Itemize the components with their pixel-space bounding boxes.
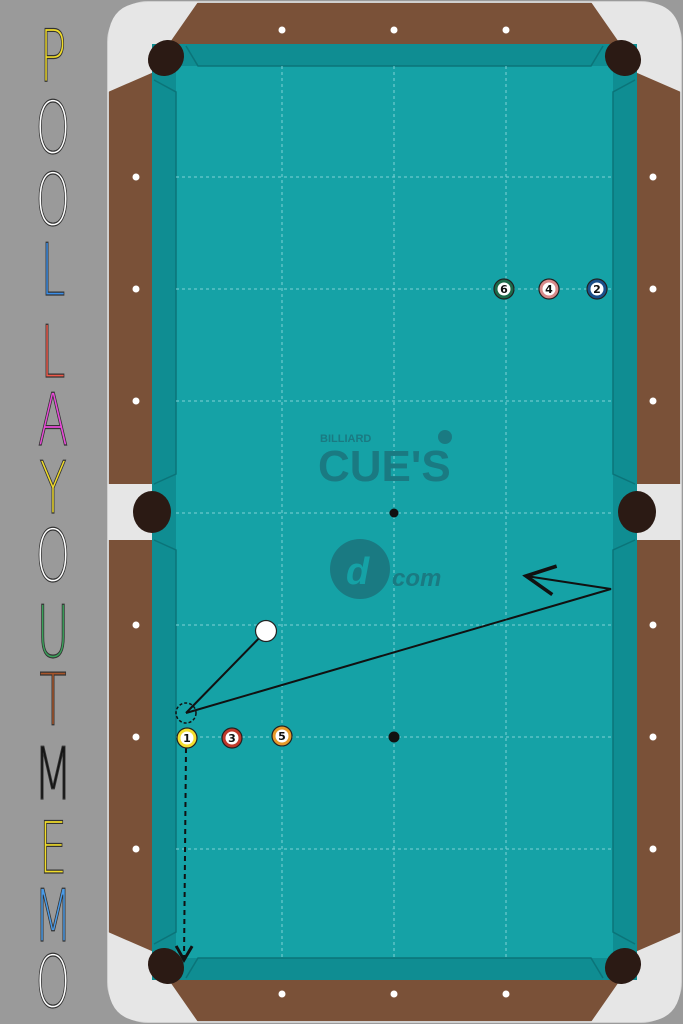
pocket-top-right	[604, 39, 642, 77]
title-letter: L	[40, 228, 66, 312]
title-letter: P	[39, 14, 67, 98]
title-letter: T	[39, 658, 67, 742]
pocket-top-left	[147, 39, 185, 77]
title-letter: U	[36, 590, 70, 674]
title-letter: O	[35, 514, 71, 598]
ball-2[interactable]: 2	[586, 278, 608, 300]
title-letter: L	[40, 310, 66, 394]
ball-number-label: 4	[545, 283, 553, 296]
pool-table[interactable]: BILLIARD CUE'S d com 6 4 2 1 3 5	[106, 0, 683, 1024]
watermark-logo: BILLIARD CUE'S d com	[318, 430, 452, 599]
ball-3[interactable]: 3	[221, 727, 243, 749]
title-letter: O	[35, 940, 71, 1024]
ball-6[interactable]: 6	[493, 278, 515, 300]
watermark-cues-text: CUE'S	[318, 442, 451, 491]
ball-number-label: 5	[278, 730, 286, 743]
watermark-com-text: com	[392, 565, 441, 592]
cue-ball[interactable]	[254, 619, 278, 643]
balls[interactable]: 6 4 2 1 3 5	[176, 278, 608, 749]
cue-path-to-ghost	[185, 630, 267, 714]
watermark-d-letter: d	[346, 551, 370, 593]
ball-5[interactable]: 5	[271, 725, 293, 747]
watermark-cue-ball-icon	[438, 430, 452, 444]
pocket-bottom-right	[604, 947, 642, 985]
ball-number-label: 3	[228, 732, 236, 745]
rail-diamonds	[132, 26, 657, 998]
pocket-side-right	[618, 491, 656, 533]
ball-number-label: 2	[593, 283, 601, 296]
title-letter: M	[33, 874, 73, 958]
ball-number-label: 1	[183, 732, 191, 745]
title-letter: A	[37, 378, 69, 462]
shot-paths	[174, 576, 612, 964]
watermark-circle-logo	[330, 539, 390, 599]
cue-ball-rebound-path	[185, 576, 612, 714]
pocket-side-left	[133, 491, 171, 533]
ghost-ball-icon	[175, 702, 197, 724]
title-letter: O	[35, 158, 71, 242]
title-letter: E	[38, 806, 68, 890]
ball-number-label: 6	[500, 283, 508, 296]
ball-1[interactable]: 1	[176, 727, 198, 749]
center-spot	[389, 508, 399, 518]
ball-4[interactable]: 4	[538, 278, 560, 300]
title-letter: O	[35, 86, 71, 170]
title-letter: M	[33, 732, 73, 816]
title-letter: Y	[39, 446, 67, 530]
watermark-billiard-text: BILLIARD	[320, 433, 371, 445]
foot-spot	[388, 731, 400, 743]
